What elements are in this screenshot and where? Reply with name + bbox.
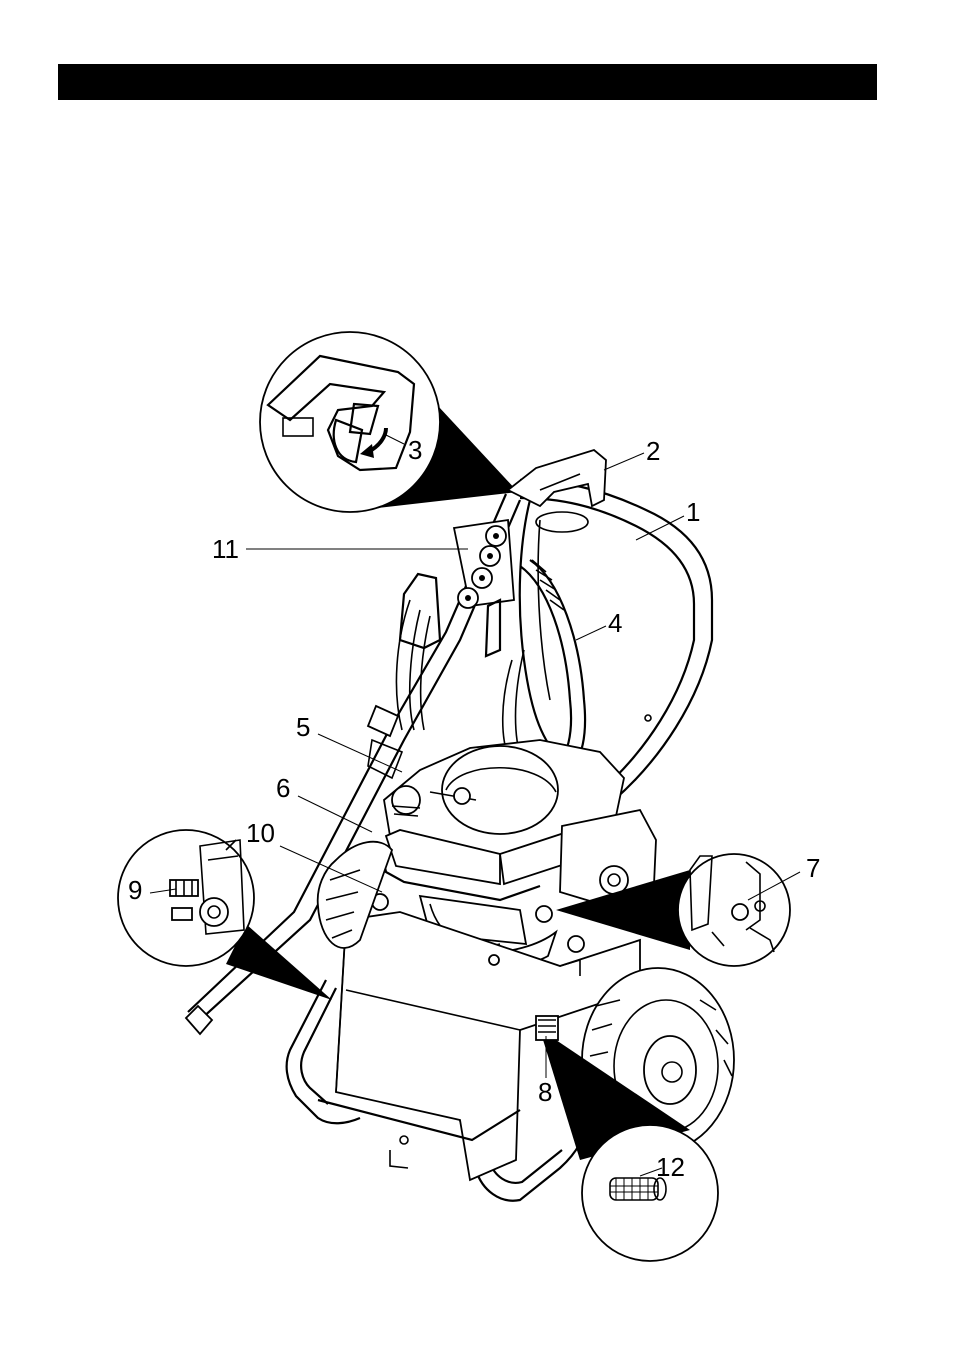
callout-2: 2 [646,436,660,466]
callout-8: 8 [538,1077,552,1107]
callout-4: 4 [608,608,622,638]
callout-11: 11 [212,534,239,564]
callout-12: 12 [656,1152,685,1182]
callout-10: 10 [246,818,275,848]
handle-grip [508,450,606,532]
callout-1: 1 [686,497,700,527]
callout-5: 5 [296,712,310,742]
callout-6: 6 [276,773,290,803]
detail-trigger-gun [260,332,518,512]
callout-7: 7 [806,853,820,883]
callout-3: 3 [408,435,422,465]
callout-9: 9 [128,875,142,905]
